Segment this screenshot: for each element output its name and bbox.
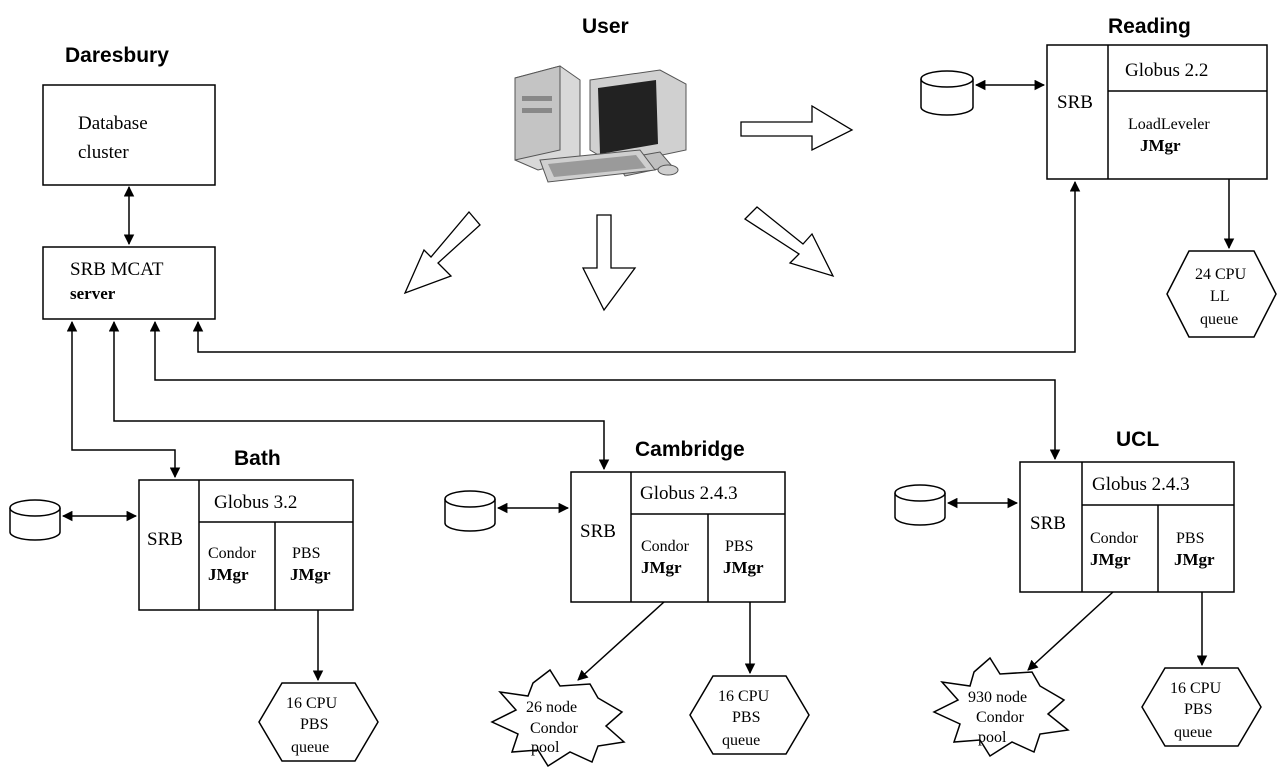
bath-jm2-2: JMgr [290, 565, 331, 584]
mcat-ucl-link [149, 320, 1061, 461]
cambridge-title: Cambridge [635, 438, 745, 461]
ucl-jm1-2: JMgr [1090, 550, 1131, 569]
cambridge-queue-1: 16 CPU [718, 688, 770, 705]
ucl-jm2-1: PBS [1176, 530, 1204, 547]
bath-srb: SRB [147, 529, 183, 550]
ucl-pool-link [1027, 591, 1114, 671]
cambridge-jm1-2: JMgr [641, 558, 682, 577]
ucl-srb: SRB [1030, 513, 1066, 534]
srb-mcat-server-box: SRB MCAT server [42, 246, 216, 320]
database-cluster-box: Database cluster [42, 84, 216, 186]
cambridge-pool-2: Condor [530, 720, 579, 737]
arrow-down-left [403, 210, 481, 295]
cambridge-node: SRB Globus 2.4.3 Condor JMgr PBS JMgr [570, 471, 786, 603]
bath-queue: 16 CPU PBS queue [258, 682, 379, 762]
reading-jm-1: LoadLeveler [1128, 116, 1210, 133]
mcat-cambridge-link [108, 320, 610, 471]
bath-disk-icon [9, 499, 61, 541]
bath-jm1-1: Condor [208, 545, 257, 562]
reading-queue-1: 24 CPU [1195, 266, 1247, 283]
daresbury-title: Daresbury [65, 44, 169, 67]
bath-title: Bath [234, 447, 281, 470]
bath-jm1-2: JMgr [208, 565, 249, 584]
reading-disk-icon [920, 70, 974, 116]
ucl-pool-3: pool [978, 729, 1007, 746]
reading-queue-2: LL [1210, 288, 1230, 305]
ucl-queue-3: queue [1174, 724, 1212, 741]
bath-jm2-1: PBS [292, 545, 320, 562]
cambridge-condor-pool: 26 node Condor pool [490, 668, 626, 768]
cambridge-queue-3: queue [722, 732, 760, 749]
ucl-queue: 16 CPU PBS queue [1141, 667, 1262, 747]
reading-title: Reading [1108, 15, 1191, 38]
cambridge-jm1-1: Condor [641, 538, 690, 555]
arrow-down [581, 214, 637, 312]
ucl-jm1-1: Condor [1090, 530, 1139, 547]
bath-queue-2: PBS [300, 716, 328, 733]
cambridge-jm2-1: PBS [725, 538, 753, 555]
cambridge-queue-2: PBS [732, 709, 760, 726]
database-cluster-label-2: cluster [78, 142, 129, 163]
cambridge-disk-icon [444, 490, 496, 532]
reading-srb: SRB [1057, 92, 1093, 113]
user-computer-icon [514, 65, 687, 183]
cambridge-globus: Globus 2.4.3 [640, 483, 738, 504]
cambridge-queue: 16 CPU PBS queue [689, 675, 810, 755]
ucl-pool-1: 930 node [968, 689, 1027, 706]
ucl-jm2-2: JMgr [1174, 550, 1215, 569]
database-cluster-label-1: Database [78, 113, 148, 134]
ucl-queue-1: 16 CPU [1170, 680, 1222, 697]
ucl-title: UCL [1116, 428, 1159, 451]
cambridge-pool-3: pool [531, 739, 560, 756]
mcat-bath-link [66, 320, 181, 479]
bath-queue-3: queue [291, 739, 329, 756]
arrow-down-right [743, 206, 835, 278]
mcat-label-2: server [70, 284, 116, 303]
ucl-disk-icon [894, 484, 946, 526]
cambridge-pool-1: 26 node [526, 699, 577, 716]
reading-jm-2: JMgr [1140, 136, 1181, 155]
user-title: User [582, 15, 629, 38]
cambridge-jm2-2: JMgr [723, 558, 764, 577]
bath-globus: Globus 3.2 [214, 492, 297, 513]
ucl-node: SRB Globus 2.4.3 Condor JMgr PBS JMgr [1019, 461, 1235, 593]
bath-queue-1: 16 CPU [286, 695, 338, 712]
ucl-queue-2: PBS [1184, 701, 1212, 718]
reading-queue: 24 CPU LL queue [1166, 250, 1277, 338]
ucl-condor-pool: 930 node Condor pool [932, 656, 1070, 758]
bath-node: SRB Globus 3.2 Condor JMgr PBS JMgr [138, 479, 354, 611]
reading-globus: Globus 2.2 [1125, 60, 1208, 81]
ucl-globus: Globus 2.4.3 [1092, 474, 1190, 495]
arrow-to-reading [740, 104, 854, 152]
reading-node: SRB Globus 2.2 LoadLeveler JMgr [1046, 44, 1268, 180]
cambridge-srb: SRB [580, 521, 616, 542]
cambridge-pool-link [577, 601, 665, 681]
mcat-reading-link [192, 180, 1081, 353]
mcat-label-1: SRB MCAT [70, 259, 164, 280]
reading-queue-3: queue [1200, 311, 1238, 328]
ucl-pool-2: Condor [976, 709, 1025, 726]
